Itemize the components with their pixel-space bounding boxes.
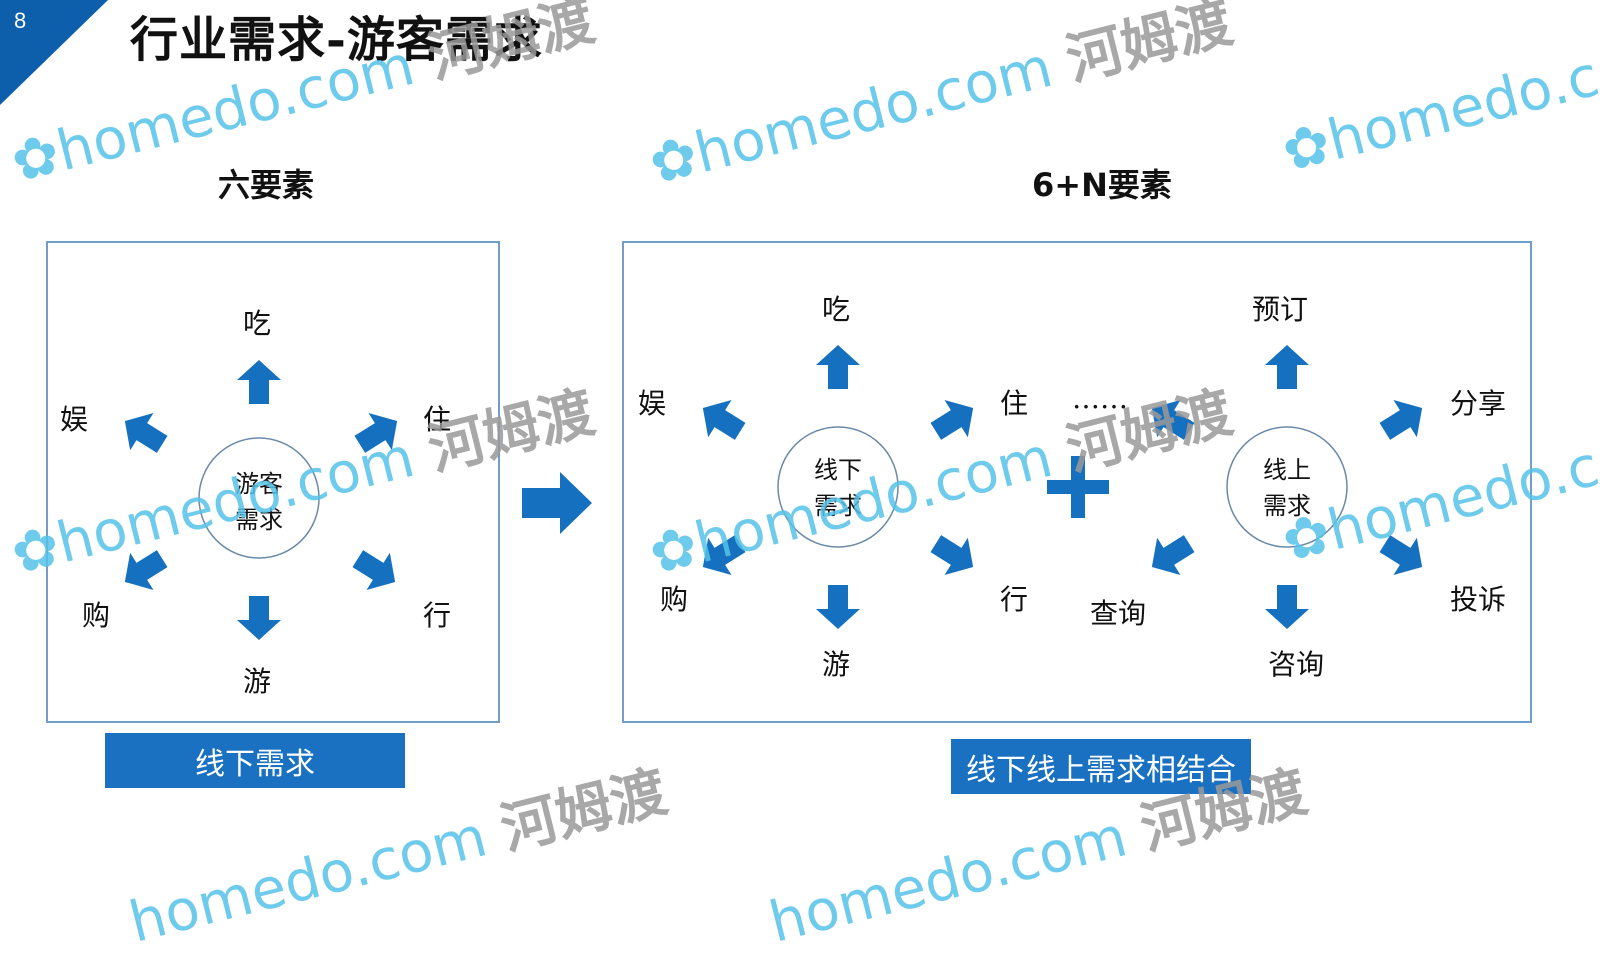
online-circle <box>1226 426 1348 548</box>
arrow-up <box>237 360 281 404</box>
arrow-down <box>816 585 860 629</box>
arrow-upper-right <box>1373 389 1434 451</box>
label-upper-left: …… <box>1072 382 1128 415</box>
label-lower-left: 查询 <box>1090 597 1147 630</box>
arrow-upper-left <box>113 402 174 464</box>
arrow-lower-right <box>924 524 985 586</box>
online-center-line-2: 需求 <box>1263 492 1311 520</box>
label-bottom: 咨询 <box>1268 648 1325 681</box>
page-number: 8 <box>14 8 27 33</box>
right-footer-bar: 线下线上需求相结合 <box>951 739 1251 794</box>
label-top: 预订 <box>1252 293 1309 326</box>
arrow-up <box>816 345 860 389</box>
offline-circle <box>777 426 899 548</box>
left-footer-bar: 线下需求 <box>105 733 405 788</box>
corner-triangle <box>0 0 108 105</box>
label-upper-right: 分享 <box>1450 387 1507 420</box>
label-lower-right: 行 <box>1000 583 1029 616</box>
label-top: 吃 <box>243 307 272 340</box>
offline-center-line-2: 需求 <box>814 492 862 520</box>
plus-icon <box>1047 456 1109 518</box>
offline-center-label: 线下 需求 <box>798 452 878 524</box>
diagram-graphics <box>113 345 1434 640</box>
label-lower-right: 投诉 <box>1450 583 1507 616</box>
center-line-1: 游客 <box>235 470 283 498</box>
arrow-lower-right <box>346 539 407 601</box>
arrow-lower-left <box>1140 524 1201 586</box>
left-heading: 六要素 <box>218 166 315 204</box>
left-panel <box>46 241 500 723</box>
online-center-label: 线上 需求 <box>1247 452 1327 524</box>
page-title: 行业需求-游客需求 <box>130 12 543 68</box>
label-upper-right: 住 <box>423 403 452 436</box>
right-heading: 6+N要素 <box>1032 166 1172 204</box>
center-label: 游客 需求 <box>219 466 299 538</box>
right-arrow-icon <box>522 472 592 534</box>
label-bottom: 游 <box>243 665 272 698</box>
label-lower-left: 购 <box>82 599 111 632</box>
arrow-down <box>237 596 281 640</box>
center-line-2: 需求 <box>235 506 283 534</box>
center-circle <box>198 437 320 559</box>
label-upper-left: 娱 <box>60 403 89 436</box>
arrow-down <box>1265 585 1309 629</box>
label-upper-left: 娱 <box>638 387 667 420</box>
label-top: 吃 <box>822 293 851 326</box>
label-lower-left: 购 <box>660 583 689 616</box>
arrow-upper-left <box>691 389 752 451</box>
label-lower-right: 行 <box>423 599 452 632</box>
label-bottom: 游 <box>822 648 851 681</box>
offline-center-line-1: 线下 <box>814 456 862 484</box>
arrow-up <box>1265 345 1309 389</box>
online-center-line-1: 线上 <box>1263 456 1311 484</box>
label-upper-right: 住 <box>1000 387 1029 420</box>
